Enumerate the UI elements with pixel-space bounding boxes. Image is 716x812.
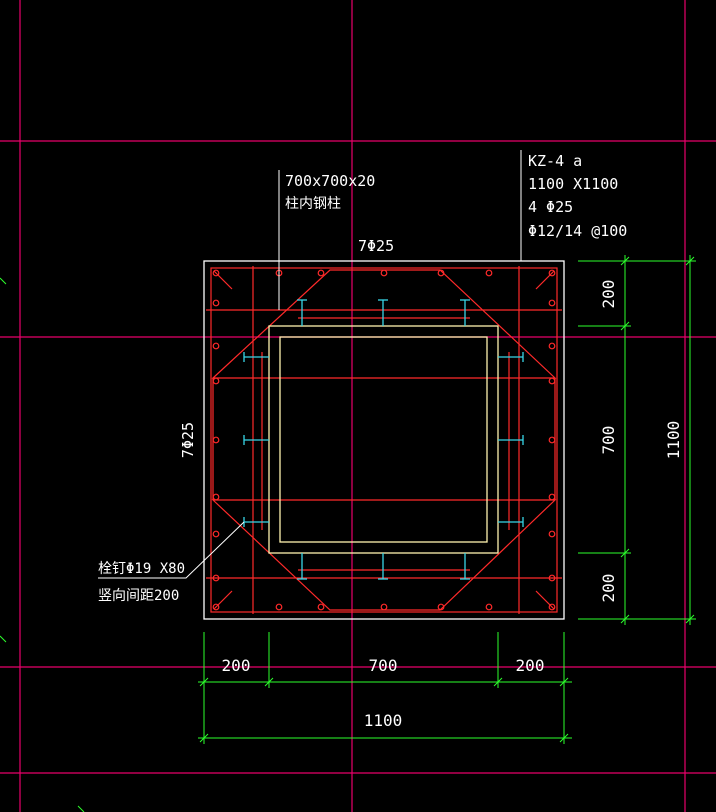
corner-tie-tl <box>213 270 233 290</box>
dim-tick-2 <box>264 677 274 687</box>
dim-right-mid: 700 <box>599 426 618 455</box>
labels: 700x700x20 柱内钢柱 KZ-4 a 1100 X1100 4 Φ25 … <box>98 152 627 604</box>
column-name-label: KZ-4 a <box>528 152 582 170</box>
dim-tick-3 <box>493 677 503 687</box>
dim-tick-r6 <box>685 614 695 624</box>
dim-right-total: 1100 <box>664 421 683 460</box>
column-main-bars-label: 4 Φ25 <box>528 198 573 216</box>
dim-tick-4 <box>559 677 569 687</box>
rebar-bar <box>548 436 556 444</box>
rebar-bar <box>212 269 220 277</box>
dim-tick-r1 <box>620 256 630 266</box>
rebar-bar <box>548 530 556 538</box>
shear-studs <box>243 299 524 580</box>
steel-size-label: 700x700x20 <box>285 172 375 190</box>
rebar-bar <box>380 603 388 611</box>
outer-stirrup <box>210 267 558 613</box>
corner-tie-br <box>535 590 555 610</box>
rebar-bar <box>548 493 556 501</box>
rebar-bar <box>212 574 220 582</box>
stud-top-1 <box>297 299 307 326</box>
rebar-bar <box>380 269 388 277</box>
rebar-bar <box>212 299 220 307</box>
stud-left-2 <box>243 435 269 445</box>
axis-stubs <box>0 277 85 812</box>
dim-tick-5 <box>199 733 209 743</box>
rebar-bar <box>212 342 220 350</box>
rebar-bar <box>548 342 556 350</box>
rebar-bar <box>485 603 493 611</box>
stud-spec-label: 栓钉Φ19 X80 <box>98 561 185 577</box>
corner-tie-bl <box>213 590 233 610</box>
stirrups <box>206 266 562 614</box>
dimension-lines <box>198 255 696 744</box>
rebar-bar <box>548 574 556 582</box>
stud-spacing-label: 竖向间距200 <box>98 588 179 604</box>
leaders <box>98 150 522 579</box>
rebar-bar <box>548 603 556 611</box>
rebar-bar <box>548 269 556 277</box>
axis-stub-2 <box>0 635 7 643</box>
rebar-bar <box>212 436 220 444</box>
dim-tick-r3 <box>620 548 630 558</box>
top-bars-label: 7Φ25 <box>358 237 394 255</box>
dim-right-top: 200 <box>599 280 618 309</box>
rebar-bar <box>212 530 220 538</box>
rebar-bar <box>437 269 445 277</box>
column-stirrups-label: Φ12/14 @100 <box>528 222 627 240</box>
corner-tie-tr <box>535 270 555 290</box>
rebar-bar <box>548 377 556 385</box>
axis-stub-3 <box>77 805 85 812</box>
steel-desc-label: 柱内钢柱 <box>285 196 341 212</box>
rebar-bar <box>548 299 556 307</box>
column-size-label: 1100 X1100 <box>528 175 618 193</box>
dim-right-bottom: 200 <box>599 574 618 603</box>
rebar-bar <box>317 603 325 611</box>
dim-tick-r2 <box>620 321 630 331</box>
side-bars-label: 7Φ25 <box>179 422 197 458</box>
stud-bottom-2 <box>378 553 388 580</box>
rebar-bar <box>212 603 220 611</box>
stud-bottom-1 <box>297 553 307 580</box>
rebar-bar <box>275 603 283 611</box>
stud-top-2 <box>378 299 388 326</box>
rebar-bar <box>212 377 220 385</box>
stud-right-1 <box>498 352 524 362</box>
stud-right-3 <box>498 517 524 527</box>
rebar-bar <box>317 269 325 277</box>
dim-bottom-mid: 700 <box>369 656 398 675</box>
dim-tick-1 <box>199 677 209 687</box>
dim-tick-r5 <box>685 256 695 266</box>
dim-bottom-left: 200 <box>222 656 251 675</box>
steel-inner <box>279 336 488 543</box>
rebar-bar <box>212 493 220 501</box>
stud-top-3 <box>460 299 470 326</box>
stud-bottom-3 <box>460 553 470 580</box>
column-outline <box>203 260 565 620</box>
dim-bottom-total: 1100 <box>364 711 403 730</box>
stud-right-2 <box>498 435 524 445</box>
rebar-dots <box>212 269 556 611</box>
axis-stub-1 <box>0 277 7 285</box>
dimension-texts: 200 700 200 1100 200 700 200 1100 <box>222 280 683 730</box>
dim-tick-r4 <box>620 614 630 624</box>
stud-leader <box>98 521 245 579</box>
dim-bottom-right: 200 <box>516 656 545 675</box>
rebar-bar <box>437 603 445 611</box>
stud-left-1 <box>243 352 269 362</box>
dim-tick-6 <box>559 733 569 743</box>
rebar-bar <box>485 269 493 277</box>
